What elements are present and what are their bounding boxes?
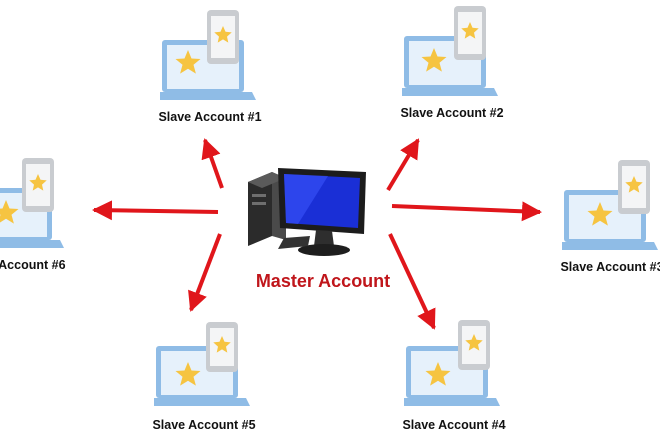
slave-node-5: Slave Account #5 <box>134 318 274 428</box>
desktop-computer-icon <box>238 158 388 268</box>
slave-label-3: Slave Account #3 <box>542 260 660 274</box>
slave-label-5: Slave Account #5 <box>134 418 274 432</box>
arrow-to-slave-2 <box>388 140 418 190</box>
slave-node-3: Slave Account #3 <box>542 158 660 268</box>
laptop-star-icon <box>404 318 504 418</box>
arrow-to-slave-5 <box>191 234 220 310</box>
slave-label-1: Slave Account #1 <box>140 110 280 124</box>
arrow-to-slave-6 <box>94 210 218 212</box>
slave-label-4: Slave Account #4 <box>384 418 524 432</box>
master-label: Master Account <box>228 271 418 292</box>
laptop-star-icon <box>402 4 502 104</box>
slave-node-1: Slave Account #1 <box>140 8 280 118</box>
slave-node-6: Slave Account #6 <box>0 156 84 266</box>
slave-node-2: Slave Account #2 <box>382 4 522 114</box>
laptop-star-icon <box>0 156 84 256</box>
laptop-star-icon <box>562 158 660 258</box>
laptop-star-icon <box>154 318 254 418</box>
slave-label-6: Slave Account #6 <box>0 258 84 272</box>
slave-node-4: Slave Account #4 <box>384 318 524 428</box>
arrow-to-slave-3 <box>392 206 540 212</box>
arrow-to-slave-1 <box>205 140 222 188</box>
laptop-star-icon <box>160 8 260 108</box>
slave-label-2: Slave Account #2 <box>382 106 522 120</box>
